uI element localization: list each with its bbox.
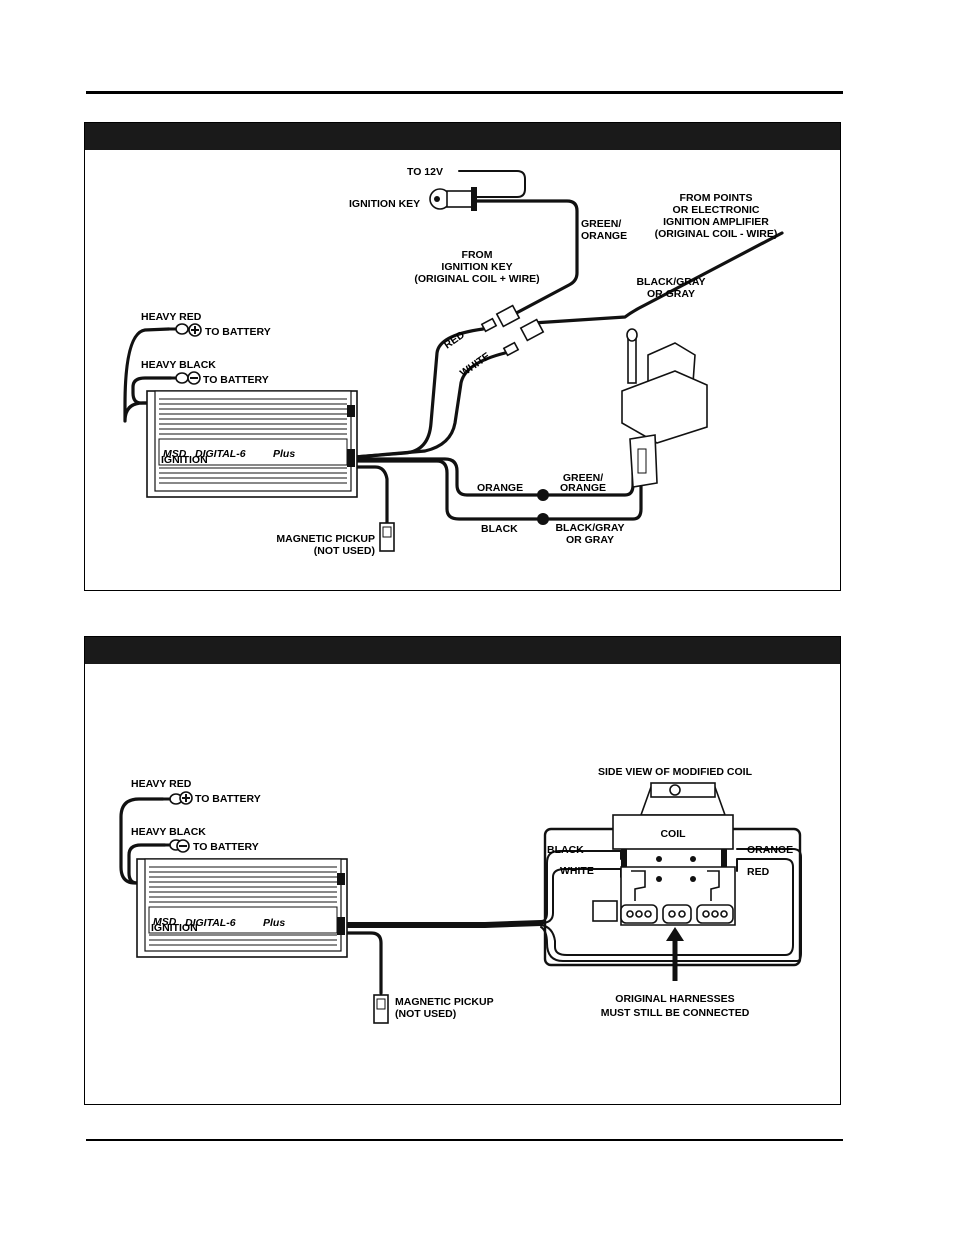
heavy-black-wire-2 [127,843,167,885]
label-from-points-4: (ORIGINAL COIL - WIRE) [655,228,778,240]
box-brand-sub-2: IGNITION [151,922,198,934]
label-heavy-red: HEAVY RED [141,311,202,323]
wiring-diagram-1: MSD IGNITION DIGITAL-6 Plus TO 12V IGNIT… [123,166,784,557]
negative-symbol-icon [187,371,201,385]
label-black-gray-top-2: OR GRAY [647,288,695,300]
label-heavy-red-2: HEAVY RED [131,778,192,790]
box-model-suffix: Plus [273,448,295,460]
points-wire-connector-icon [519,318,545,342]
label-mag-pickup-2-1: MAGNETIC PICKUP [395,996,494,1008]
heavy-red-wire [123,327,171,423]
label-mag-pickup-1: MAGNETIC PICKUP [276,533,375,545]
label-green-orange-top-1: GREEN/ [581,218,621,230]
label-green-orange-top-2: ORANGE [581,230,627,242]
box-model-suffix-2: Plus [263,917,285,929]
black-gray-wire [541,471,643,521]
box-model-2: DIGITAL-6 [185,917,236,929]
white-lead-wire [540,868,622,924]
panel-2-header-bar [85,637,840,664]
bottom-rule [86,1139,843,1141]
label-black-gray-2: OR GRAY [566,534,614,546]
label-side-view: SIDE VIEW OF MODIFIED COIL [598,766,753,778]
label-orange-2: ORANGE [747,844,793,856]
red-wire-terminal-icon [480,317,498,333]
label-from-points-3: IGNITION AMPLIFIER [663,216,769,228]
orange-splice-dot [537,489,549,501]
label-black-gray-top-1: BLACK/GRAY [636,276,705,288]
msd-digital-6-plus-box [146,390,358,498]
modified-coil-side-view [592,782,736,926]
label-mag-pickup-2-2: (NOT USED) [395,1008,456,1020]
label-white: WHITE [458,350,493,379]
main-harness-wire [344,920,544,928]
label-green-orange-1: GREEN/ [563,472,603,484]
heavy-red-wire-2 [119,797,165,885]
orange-wire [353,457,545,497]
label-from-points-1: FROM POINTS [680,192,753,204]
label-harness-2: MUST STILL BE CONNECTED [601,1007,750,1019]
ignition-key-icon [429,187,477,211]
positive-ring-terminal-icon [169,323,189,335]
black-splice-dot [537,513,549,525]
ignition-coil-icon [621,328,708,488]
to-12v-wire [458,170,526,198]
label-harness-1: ORIGINAL HARNESSES [615,993,734,1005]
label-black-2: BLACK [547,844,584,856]
arrow-up-icon [666,927,684,981]
wiring-diagram-2: MSD IGNITION DIGITAL-6 Plus HEAVY RED TO… [119,766,802,1024]
label-from-key-1: FROM [462,249,493,261]
label-to-battery-pos-2: TO BATTERY [195,793,261,805]
box-brand-2: MSD [153,916,177,928]
from-points-wire [531,231,784,325]
label-heavy-black: HEAVY BLACK [141,359,216,371]
red-wire [353,327,485,459]
label-green-orange-2: ORANGE [560,482,606,494]
magnetic-pickup-connector-icon [379,522,395,552]
red-lead-wire [540,858,794,956]
label-coil: COIL [660,828,686,840]
label-to-battery-neg-2: TO BATTERY [193,841,259,853]
magnetic-pickup-wire [353,465,389,525]
top-rule [86,91,843,94]
label-orange: ORANGE [477,482,523,494]
label-from-key-2: IGNITION KEY [441,261,512,273]
positive-symbol-icon [188,323,202,337]
green-orange-key-wire [475,199,579,321]
magnetic-pickup-connector-icon-2 [373,994,389,1024]
box-brand: MSD [163,448,187,460]
box-brand-sub: IGNITION [161,454,208,466]
white-wire-terminal-icon [502,341,520,357]
label-black: BLACK [481,523,518,535]
positive-ring-terminal-icon-2 [163,793,183,805]
label-white-2: WHITE [560,865,594,877]
heavy-black-wire [131,376,173,405]
msd-digital-6-plus-box-2 [136,858,348,958]
box-model: DIGITAL-6 [195,448,246,460]
label-mag-pickup-2: (NOT USED) [314,545,375,557]
negative-ring-terminal-icon [171,372,189,384]
label-to-battery-neg: TO BATTERY [203,374,269,386]
wiring-diagram-panel-2: MSD IGNITION DIGITAL-6 Plus HEAVY RED TO… [84,636,841,1105]
label-black-gray-1: BLACK/GRAY [555,522,624,534]
magnetic-pickup-wire-2 [345,931,383,995]
white-wire [353,351,507,459]
label-from-key-3: (ORIGINAL COIL + WIRE) [414,273,539,285]
key-wire-connector-icon [495,304,521,328]
panel-1-header-bar [85,123,840,150]
negative-symbol-icon-2 [176,839,190,853]
wiring-diagram-panel-1: MSD IGNITION DIGITAL-6 Plus TO 12V IGNIT… [84,122,841,591]
black-wire [353,459,545,521]
label-ignition-key: IGNITION KEY [349,198,420,210]
label-from-points-2: OR ELECTRONIC [673,204,760,216]
label-heavy-black-2: HEAVY BLACK [131,826,206,838]
label-to-battery-pos: TO BATTERY [205,326,271,338]
positive-symbol-icon-2 [179,791,193,805]
label-to-12v: TO 12V [407,166,443,178]
label-red-2: RED [747,866,770,878]
